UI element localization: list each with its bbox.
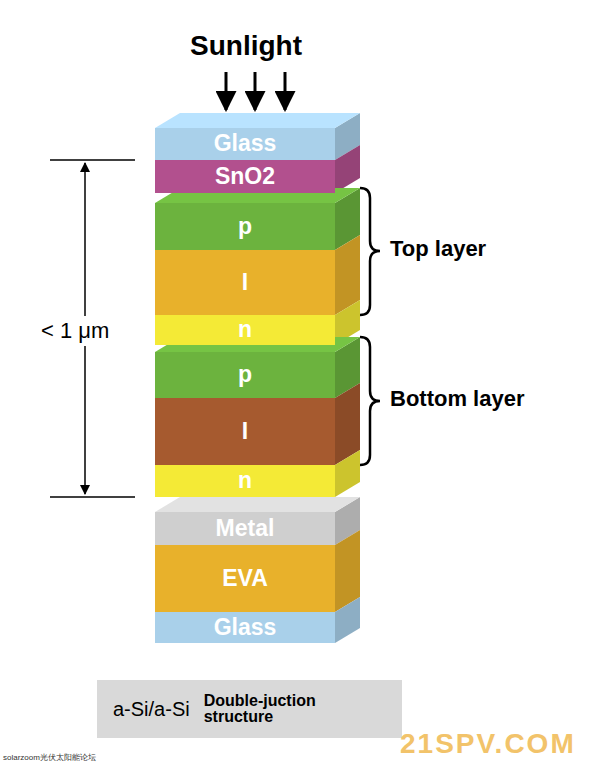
layer-name: n [238, 317, 252, 342]
brace [360, 337, 380, 465]
layer-name: I [242, 419, 248, 444]
layer-slab: EVA [155, 545, 335, 612]
layer-name: SnO2 [215, 164, 275, 189]
layer-name: EVA [222, 566, 268, 591]
group-label: Bottom layer [390, 386, 524, 412]
slab-side [335, 450, 360, 497]
extension-line [50, 496, 135, 498]
layer-name: Glass [214, 131, 277, 156]
brackets [360, 188, 380, 465]
slab-top [155, 113, 360, 128]
caption-title: a-Si/a-Si [113, 698, 190, 720]
layer-slab: n [155, 465, 335, 497]
layer-slab: Metal [155, 512, 335, 545]
watermark: solarzoom光伏太阳能论坛 [3, 752, 96, 763]
caption-box: a-Si/a-Si Double-juction structure [97, 680, 402, 738]
light-arrow [254, 72, 257, 110]
slab-side [335, 145, 360, 193]
layer-slab: p [155, 203, 335, 250]
slab-top [155, 497, 360, 512]
layer-name: p [238, 362, 252, 387]
layer-slab: Glass [155, 612, 335, 643]
sunlight-label: Sunlight [190, 30, 302, 62]
extension-line [50, 159, 135, 161]
layer-slab: I [155, 398, 335, 465]
layer-slab: SnO2 [155, 160, 335, 193]
watermark: 21SPV.COM [400, 728, 576, 760]
slab-faces [155, 113, 360, 643]
layer-name: I [242, 270, 248, 295]
caption-note: Double-juction structure [204, 693, 364, 725]
light-arrow [225, 72, 228, 110]
brace [360, 188, 380, 315]
layer-slab: n [155, 315, 335, 345]
layer-name: n [238, 468, 252, 493]
layer-slab: I [155, 250, 335, 315]
layer-slab: p [155, 352, 335, 398]
slab-side [335, 597, 360, 643]
layer-slab: Glass [155, 128, 335, 160]
dimension-label: < 1 μm [38, 316, 112, 346]
layer-name: Glass [214, 615, 277, 640]
light-arrow [284, 72, 287, 110]
layer-name: p [238, 214, 252, 239]
layer-name: Metal [216, 516, 275, 541]
group-label: Top layer [390, 236, 486, 262]
sunlight-arrows [226, 72, 285, 110]
